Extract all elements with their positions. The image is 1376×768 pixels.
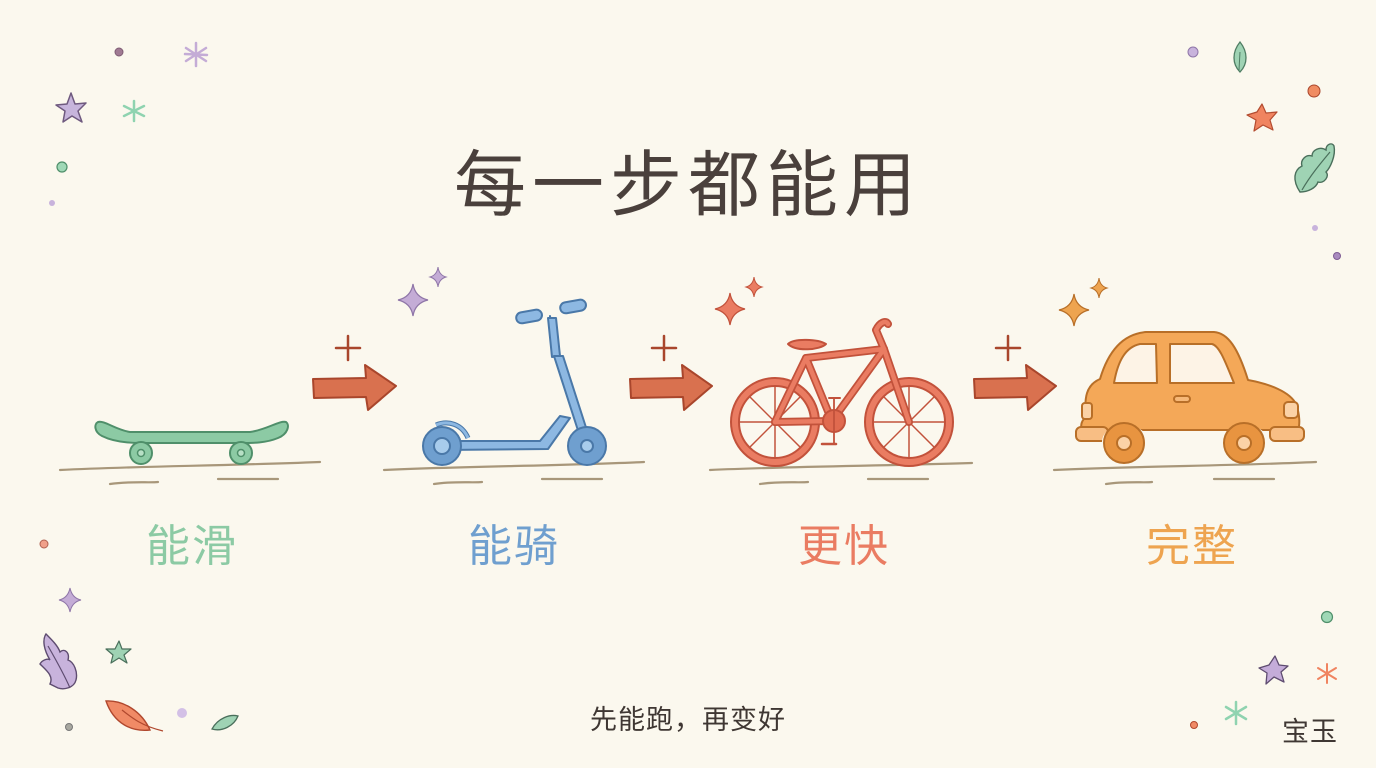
plus-icon xyxy=(650,334,678,362)
star-icon xyxy=(105,640,132,664)
dot-decoration xyxy=(1320,610,1334,624)
dot-decoration xyxy=(1333,252,1341,260)
page-title: 每一步都能用 xyxy=(453,143,922,228)
stage-label-scooter: 能骑 xyxy=(468,521,560,572)
caption: 先能跑，再变好 xyxy=(590,705,786,736)
dot-decoration xyxy=(65,723,73,731)
sparkle-icon xyxy=(428,266,448,288)
ground-lines xyxy=(58,460,1318,486)
sparkle-icon xyxy=(58,587,82,613)
author-signature: 宝玉 xyxy=(1282,717,1338,748)
dot-decoration xyxy=(114,47,124,57)
dot-decoration xyxy=(49,200,55,206)
dot-decoration xyxy=(56,161,68,173)
dot-decoration xyxy=(1312,225,1318,231)
asterisk-icon xyxy=(183,41,209,68)
stage-label-skate: 能滑 xyxy=(146,521,238,572)
plus-icon xyxy=(334,334,362,362)
stage-label-car: 完整 xyxy=(1146,521,1238,572)
arrow-right-icon xyxy=(312,364,397,411)
star-icon xyxy=(1246,103,1278,132)
arrow-right-icon xyxy=(629,364,713,411)
car-icon xyxy=(1075,331,1305,464)
leaf-icon xyxy=(211,714,239,731)
oak-leaf-icon xyxy=(1294,143,1336,193)
sparkle-icon xyxy=(1089,277,1109,299)
sparkle-icon xyxy=(714,292,746,326)
star-icon xyxy=(1258,655,1289,685)
plus-icon xyxy=(994,334,1022,362)
star-icon xyxy=(55,92,87,123)
sparkle-icon xyxy=(744,276,764,298)
stage-label-bicycle: 更快 xyxy=(798,521,890,572)
leaf-icon xyxy=(105,700,152,731)
asterisk-icon xyxy=(1317,663,1337,684)
asterisk-icon xyxy=(1224,700,1248,726)
scooter-icon xyxy=(422,298,607,466)
dot-decoration xyxy=(177,708,187,718)
dot-decoration xyxy=(39,539,49,549)
dot-decoration xyxy=(1187,46,1199,58)
dot-decoration xyxy=(1307,84,1321,98)
sparkle-icon xyxy=(1058,293,1090,327)
dot-decoration xyxy=(1190,721,1198,729)
arrow-right-icon xyxy=(973,364,1057,411)
skateboard-icon xyxy=(94,420,289,465)
bicycle-icon xyxy=(730,318,954,467)
asterisk-icon xyxy=(122,99,146,123)
sparkle-icon xyxy=(397,283,429,317)
